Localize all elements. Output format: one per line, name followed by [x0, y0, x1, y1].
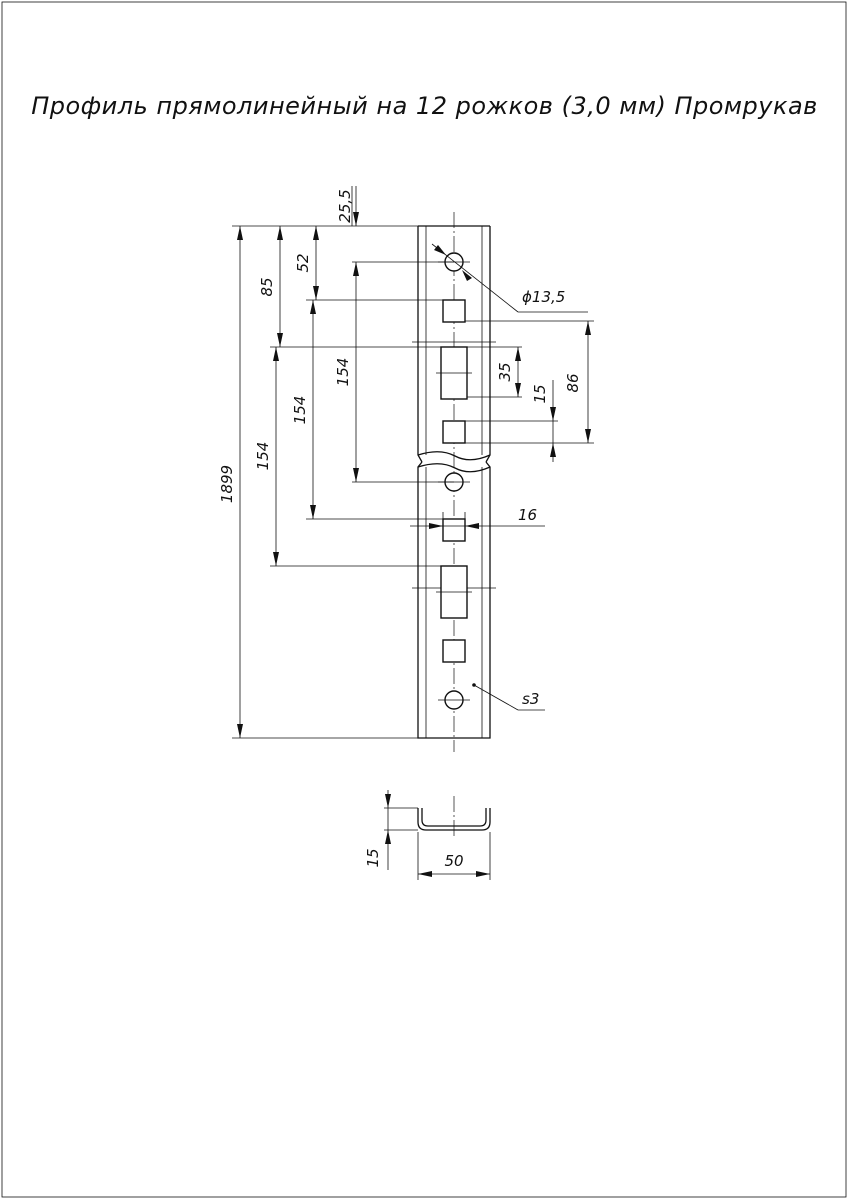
- section-width: 50: [444, 852, 463, 870]
- dim-1899: 1899: [218, 465, 236, 503]
- dim-154-c: 154: [334, 358, 352, 387]
- dim-16: 16: [518, 506, 537, 524]
- square-slot: [442, 639, 466, 663]
- dim-25-5: 25,5: [336, 189, 354, 222]
- dimensions-right: ϕ13,5 86 35 15 16 s3: [410, 243, 594, 711]
- dim-15: 15: [531, 384, 549, 403]
- square-slot: [442, 420, 466, 444]
- dim-hole-diameter: ϕ13,5: [522, 288, 565, 306]
- thickness-label: s3: [522, 690, 539, 708]
- dimensions-left: 1899 85 154 52 154 154 25,5: [218, 186, 454, 739]
- square-slot: [442, 518, 466, 542]
- dim-154-a: 154: [254, 442, 272, 471]
- profile-front-view: [412, 212, 496, 752]
- dim-35: 35: [496, 362, 514, 381]
- dim-85: 85: [258, 277, 276, 296]
- drawing-title: Профиль прямолинейный на 12 рожков (3,0 …: [31, 92, 818, 120]
- section-height: 15: [364, 848, 382, 867]
- profile-cross-section: 15 50: [364, 790, 491, 880]
- square-slot: [442, 299, 466, 323]
- dim-86: 86: [564, 373, 582, 392]
- dim-52: 52: [294, 253, 312, 272]
- dim-154-b: 154: [291, 396, 309, 425]
